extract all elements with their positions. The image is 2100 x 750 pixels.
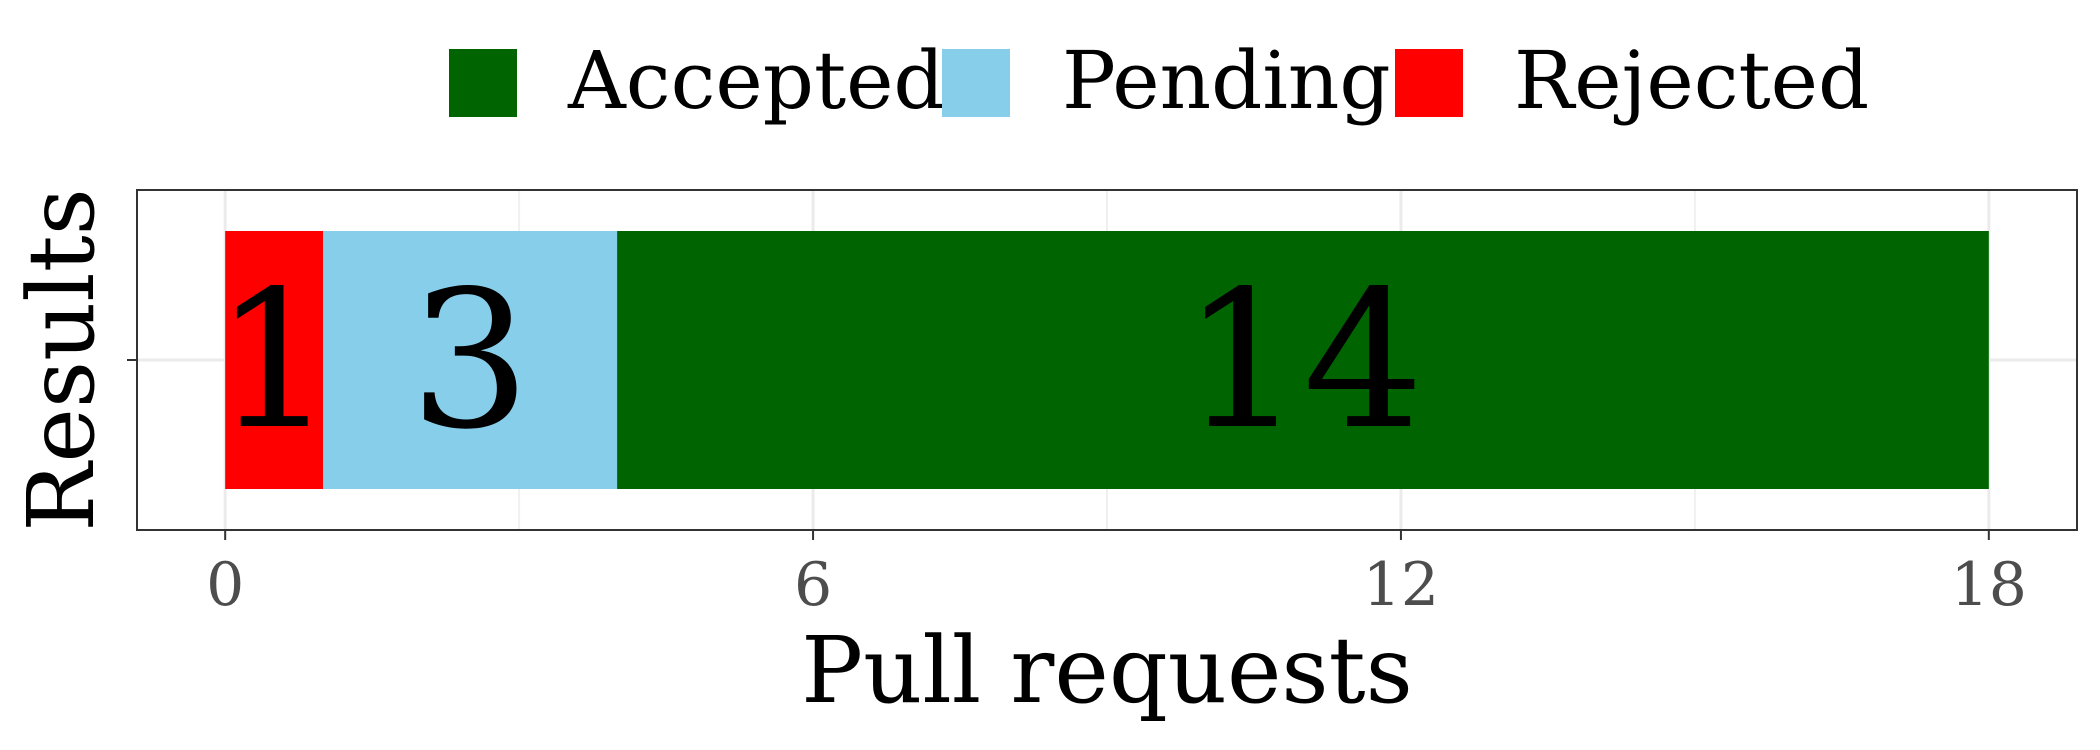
x-tick-label: 12 [1363,550,1439,620]
x-axis-title: Pull requests [801,617,1413,724]
legend-key-rejected [1395,49,1463,117]
legend: Accepted Pending Rejected [449,34,1869,127]
data-label-pending: 3 [410,250,531,471]
legend-label-rejected: Rejected [1514,34,1869,127]
x-tick-label: 0 [206,550,244,620]
x-tick-label: 18 [1951,550,2027,620]
data-label-rejected: 1 [214,250,335,471]
legend-key-pending [942,49,1010,117]
bar-segment-rejected [225,231,324,489]
x-tick-label: 6 [794,550,832,620]
bars [225,231,1989,489]
legend-label-accepted: Accepted [567,34,945,127]
legend-label-pending: Pending [1062,34,1391,127]
data-label-accepted: 14 [1182,250,1424,471]
y-axis-title: Results [8,188,115,532]
bar-segment-pending [323,231,618,489]
legend-key-accepted [449,49,517,117]
bar-segment-accepted [617,231,1989,489]
axis-ticks: 0 6 12 18 [127,359,2027,620]
